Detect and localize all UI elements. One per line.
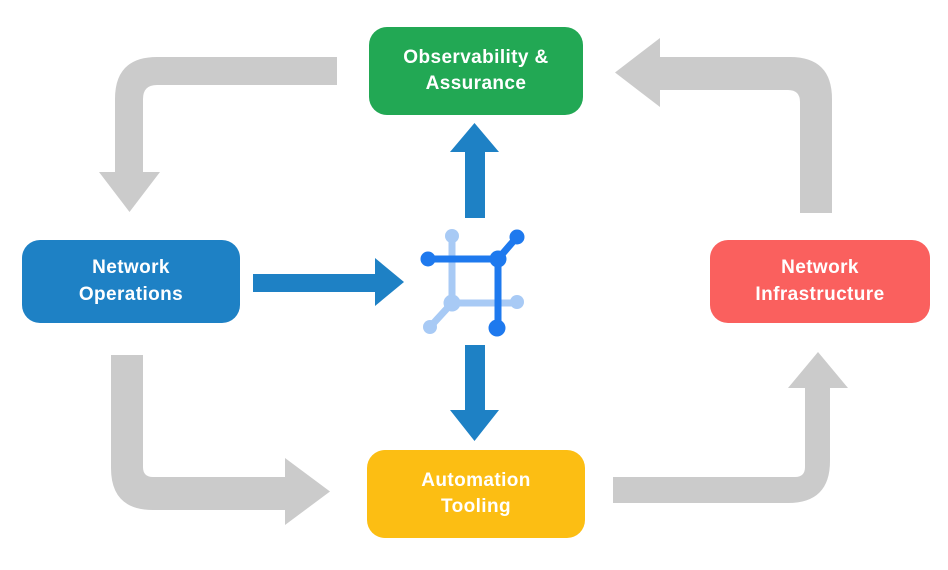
node-automation-tooling: Automation Tooling	[367, 450, 585, 538]
network-mesh-icon	[420, 229, 525, 337]
flow-arrow-operations-to-center	[253, 258, 404, 306]
flow-arrow-center-to-tooling	[450, 345, 499, 441]
icon-secondary-nodes	[423, 229, 524, 334]
flow-arrow-center-to-observability	[450, 123, 499, 218]
node-network-operations-label: Network Operations	[78, 257, 184, 305]
cycle-arrow-observability-to-operations	[99, 57, 337, 212]
icon-primary-nodes	[420, 229, 525, 337]
cycle-arrow-tooling-to-infrastructure	[613, 352, 848, 503]
node-observability-assurance-label: Observability & Assurance	[403, 46, 549, 94]
node-network-infrastructure-label: Network Infrastructure	[755, 257, 885, 305]
node-observability-assurance: Observability & Assurance	[369, 27, 583, 115]
node-network-infrastructure: Network Infrastructure	[710, 240, 930, 323]
node-network-operations: Network Operations	[22, 240, 240, 323]
cycle-arrow-operations-to-tooling	[111, 355, 330, 525]
node-automation-tooling-label: Automation Tooling	[421, 469, 531, 517]
cycle-arrow-infrastructure-to-observability	[615, 38, 832, 213]
